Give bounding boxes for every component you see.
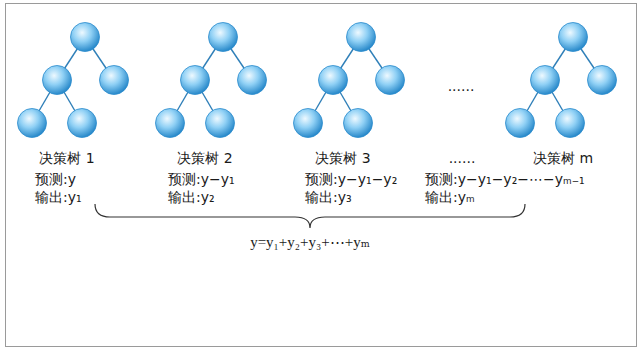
decision-tree [156,23,267,138]
output-text: 输出:y₂ [168,189,215,206]
tree-node-circle [376,66,405,95]
prediction-text: 预测:y−y₁ [168,171,235,188]
tree-name: 决策树 1 [39,150,94,167]
tree-node-circle [344,109,373,138]
tree-node-circle [206,109,235,138]
decision-tree [18,23,129,138]
tree-node-circle [556,109,585,138]
decision-tree [506,23,617,138]
prediction-text: 预测:y [35,171,76,188]
frame-border [6,4,637,347]
ellipsis: ...... [449,150,476,167]
sum-formula: y=y₁+y₂+y₃+⋯+yₘ [250,234,370,251]
tree-node-circle [319,66,348,95]
tree-node-circle [238,66,267,95]
prediction-text: 预测:y−y₁−y₂ [305,171,397,188]
tree-node-circle [559,23,588,52]
tree-node-circle [531,66,560,95]
tree-node-circle [588,66,617,95]
tree-node-circle [347,23,376,52]
tree-node-circle [43,66,72,95]
tree-node-circle [68,109,97,138]
tree-node-circle [156,109,185,138]
prediction-text: 预测:y−y₁−y₂−⋯−yₘ₋₁ [425,171,585,188]
tree-node-circle [71,23,100,52]
sum-brace [95,204,525,228]
ellipsis: ...... [448,78,475,95]
tree-node-circle [294,109,323,138]
output-text: 输出:yₘ [425,189,475,206]
tree-node-circle [506,109,535,138]
tree-node-circle [209,23,238,52]
tree-name: 决策树 2 [177,150,232,167]
output-text: 输出:y₃ [305,189,352,206]
tree-name: 决策树 3 [315,150,370,167]
tree-name: 决策树 m [533,150,593,167]
decision-tree [294,23,405,138]
output-text: 输出:y₁ [35,189,82,206]
tree-node-circle [181,66,210,95]
tree-node-circle [100,66,129,95]
tree-node-circle [18,109,47,138]
